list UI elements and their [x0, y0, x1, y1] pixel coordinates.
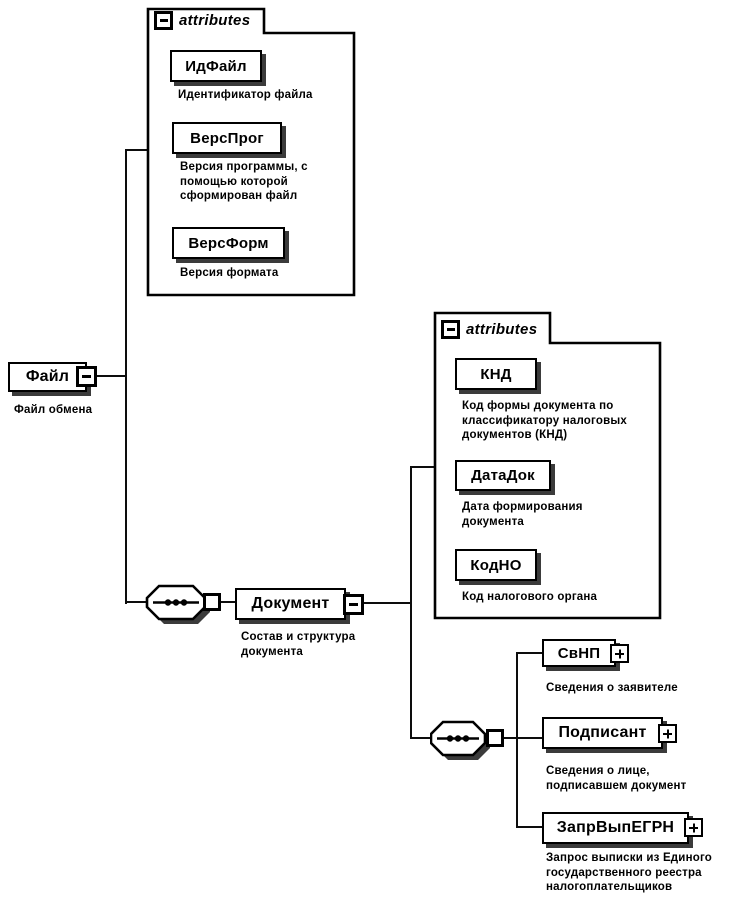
attr-label: ИдФайл	[185, 57, 247, 75]
element-fajl[interactable]: Файл	[8, 362, 87, 392]
attr-knd[interactable]: КНД	[455, 358, 537, 390]
collapse-toggle-fajl[interactable]	[76, 366, 97, 387]
sequence-joint-box[interactable]	[486, 729, 504, 747]
attr-idfajl[interactable]: ИдФайл	[170, 50, 262, 82]
connector-line	[219, 601, 237, 603]
connector-line	[96, 375, 127, 377]
element-label: СвНП	[557, 644, 601, 662]
attr-label: ВерсФорм	[188, 234, 269, 252]
element-podpisant[interactable]: Подписант	[542, 717, 663, 749]
attr-label: КодНО	[470, 556, 522, 574]
attr-description: Версия формата	[180, 267, 279, 279]
connector-line	[516, 652, 518, 828]
element-description: Сведения о заявителе	[546, 682, 678, 694]
element-zaprvypegrn[interactable]: ЗапрВыпЕГРН	[542, 812, 689, 844]
attr-description: Версия программы, с помощью которой сфор…	[180, 161, 308, 202]
attr-description: Код налогового органа	[462, 591, 598, 603]
file-attributes-header: attributes	[154, 11, 250, 30]
element-label: Документ	[251, 595, 330, 612]
expand-toggle-podpisant[interactable]	[658, 724, 677, 743]
attr-versform[interactable]: ВерсФорм	[172, 227, 285, 259]
attributes-label: attributes	[466, 321, 538, 338]
collapse-icon[interactable]	[441, 320, 460, 339]
collapse-toggle-dokument[interactable]	[343, 594, 364, 615]
connector-line	[410, 466, 412, 739]
sequence-joint-box[interactable]	[203, 593, 221, 611]
element-label: Файл	[25, 368, 70, 385]
document-attributes-header: attributes	[441, 320, 537, 339]
attr-datadok[interactable]: ДатаДок	[455, 460, 551, 491]
element-label: ЗапрВыпЕГРН	[556, 819, 675, 836]
attr-description: Дата формирования документа	[462, 501, 583, 528]
connector-line	[410, 737, 434, 739]
element-description: Состав и структура документа	[241, 631, 356, 658]
connector-line	[410, 466, 436, 468]
connector-line	[125, 149, 127, 604]
connector-line	[516, 826, 543, 828]
element-description: Запрос выписки из Единого государственно…	[546, 852, 713, 893]
element-dokument[interactable]: Документ	[235, 588, 346, 620]
attr-kodno[interactable]: КодНО	[455, 549, 537, 581]
connector-line	[125, 601, 149, 603]
expand-toggle-zaprvypegrn[interactable]	[684, 818, 703, 837]
sequence-icon[interactable]	[145, 584, 213, 628]
attr-description: Код формы документа по классификатору на…	[462, 400, 627, 441]
element-label: Подписант	[558, 724, 647, 741]
connector-line	[359, 602, 412, 604]
sequence-icon[interactable]	[430, 720, 494, 764]
expand-toggle-svnp[interactable]	[610, 644, 629, 663]
attr-versprog[interactable]: ВерсПрог	[172, 122, 282, 154]
connector-line	[502, 737, 518, 739]
connector-line	[516, 652, 543, 654]
element-svnp[interactable]: СвНП	[542, 639, 616, 667]
attributes-label: attributes	[179, 12, 251, 29]
element-description: Файл обмена	[14, 404, 93, 416]
collapse-icon[interactable]	[154, 11, 173, 30]
connector-line	[125, 149, 149, 151]
attr-label: КНД	[480, 365, 512, 383]
attr-label: ДатаДок	[471, 467, 535, 484]
connector-line	[516, 737, 543, 739]
attr-label: ВерсПрог	[190, 129, 264, 147]
element-description: Сведения о лице, подписавшем документ	[546, 765, 687, 792]
attr-description: Идентификатор файла	[178, 89, 313, 101]
